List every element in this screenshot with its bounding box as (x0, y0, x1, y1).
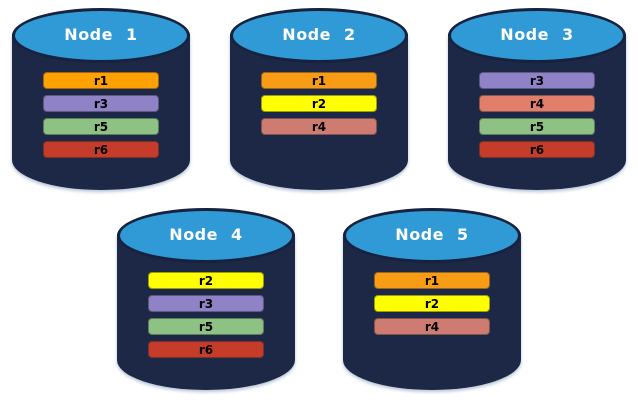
replica-label: r1 (93, 73, 109, 88)
replica-bar: r4 (261, 118, 377, 135)
replica-label: r1 (311, 73, 327, 88)
database-node: Node 5 r1 r2 r4 (343, 208, 521, 390)
cylinder-lid: Node 5 (343, 208, 521, 263)
replica-label: r3 (93, 96, 109, 111)
replica-list: r3 r4 r5 r6 (448, 72, 626, 158)
cylinder-lid: Node 2 (230, 8, 408, 63)
replica-bar: r4 (374, 318, 490, 335)
replica-label: r6 (93, 142, 109, 157)
replica-label: r6 (529, 142, 545, 157)
node-title: Node 1 (64, 25, 138, 44)
replica-label: r2 (198, 273, 214, 288)
replica-label: r2 (424, 296, 440, 311)
replica-bar: r6 (479, 141, 595, 158)
replica-label: r3 (529, 73, 545, 88)
replica-label: r5 (198, 319, 214, 334)
replica-label: r6 (198, 342, 214, 357)
cylinder-lid: Node 1 (12, 8, 190, 63)
replica-bar: r2 (374, 295, 490, 312)
replica-bar: r4 (479, 95, 595, 112)
database-node: Node 4 r2 r3 r5 r6 (117, 208, 295, 390)
replica-label: r2 (311, 96, 327, 111)
replica-bar: r1 (261, 72, 377, 89)
cylinder-lid: Node 4 (117, 208, 295, 263)
replica-bar: r6 (43, 141, 159, 158)
replica-bar: r1 (374, 272, 490, 289)
node-title: Node 5 (395, 225, 469, 244)
replica-bar: r5 (148, 318, 264, 335)
replica-bar: r3 (479, 72, 595, 89)
replica-bar: r3 (43, 95, 159, 112)
replica-bar: r1 (43, 72, 159, 89)
node-row: Node 1 r1 r3 r5 r6 Node 2 r1 r2 r4 Node … (0, 8, 638, 190)
replica-label: r4 (424, 319, 440, 334)
replica-label: r5 (529, 119, 545, 134)
replica-bar: r3 (148, 295, 264, 312)
replica-label: r5 (93, 119, 109, 134)
node-title: Node 3 (500, 25, 574, 44)
replica-list: r1 r2 r4 (343, 272, 521, 335)
replica-list: r1 r3 r5 r6 (12, 72, 190, 158)
replica-label: r3 (198, 296, 214, 311)
node-title: Node 2 (282, 25, 356, 44)
replica-list: r2 r3 r5 r6 (117, 272, 295, 358)
node-row: Node 4 r2 r3 r5 r6 Node 5 r1 r2 r4 (0, 208, 638, 390)
replica-bar: r5 (43, 118, 159, 135)
replica-label: r4 (311, 119, 327, 134)
replica-list: r1 r2 r4 (230, 72, 408, 135)
replica-bar: r5 (479, 118, 595, 135)
node-title: Node 4 (169, 225, 243, 244)
replica-label: r4 (529, 96, 545, 111)
database-node: Node 1 r1 r3 r5 r6 (12, 8, 190, 190)
replica-bar: r2 (148, 272, 264, 289)
replica-bar: r6 (148, 341, 264, 358)
cylinder-lid: Node 3 (448, 8, 626, 63)
database-node: Node 3 r3 r4 r5 r6 (448, 8, 626, 190)
replica-label: r1 (424, 273, 440, 288)
replica-bar: r2 (261, 95, 377, 112)
database-node: Node 2 r1 r2 r4 (230, 8, 408, 190)
